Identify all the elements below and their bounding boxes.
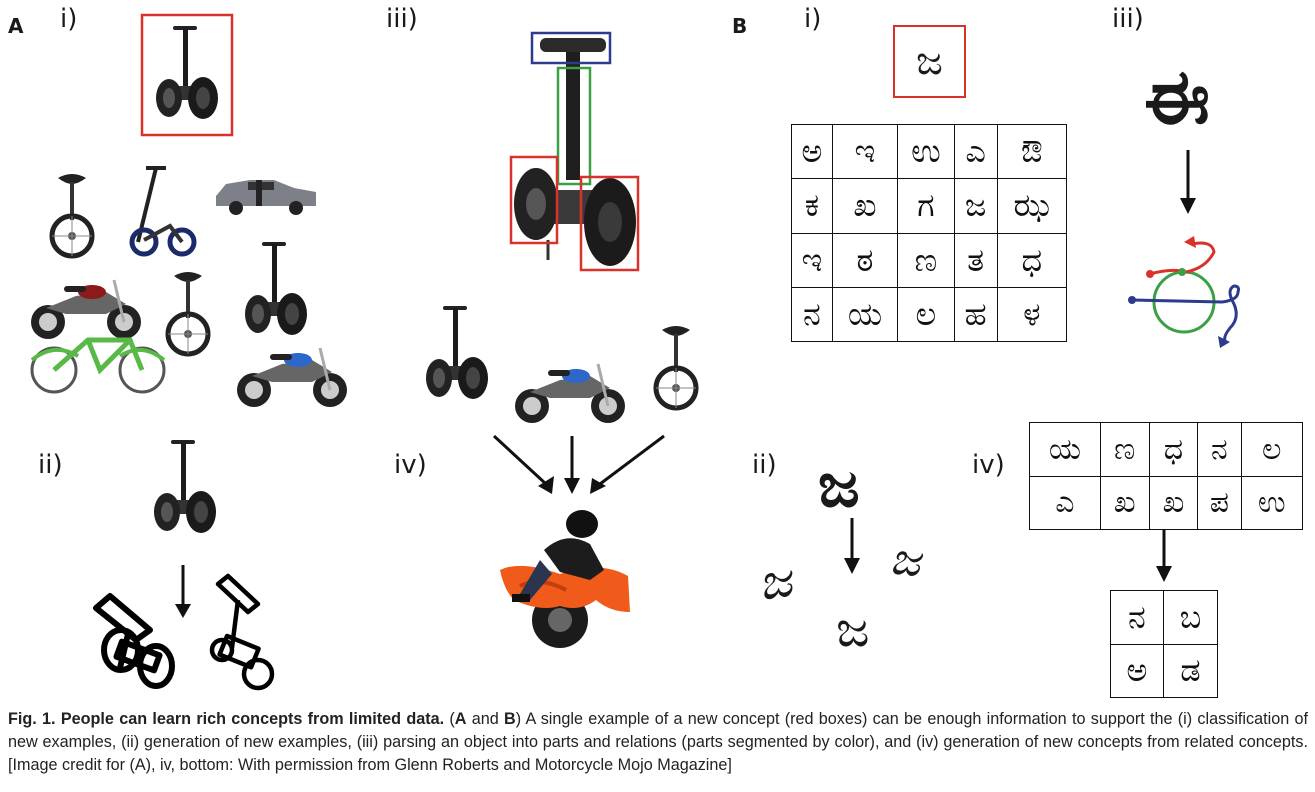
generated-concept-cell: ಡ [1162,643,1219,698]
sublabel-A-iv: iv) [394,450,427,480]
panel-label-B: B [732,14,748,38]
classification-grid-cell: ಅ [791,123,833,180]
classification-grid-cell: ನ [791,286,833,343]
classification-grid-cell: ಠ [831,232,899,288]
sublabel-A-ii: ii) [38,450,63,480]
classification-grid-cell: ಖ [831,178,899,234]
related-concept-cell: ಉ [1240,475,1303,530]
sublabel-B-iv: iv) [972,450,1005,480]
generated-sample-3: ಜ [836,600,870,658]
caption-title: People can learn rich concepts from limi… [60,710,445,728]
sublabel-B-iii: iii) [1112,4,1144,34]
target-character-box: ಜ [893,25,966,98]
classification-grid-cell: ಹ [953,286,998,343]
sublabel-B-i: i) [804,4,822,34]
classification-grid-cell: ಗ [897,178,955,234]
classification-grid-cell: ಝ [996,178,1068,234]
related-concept-cell: ಯ [1029,422,1101,477]
related-concept-cell: ಖ [1148,475,1199,530]
generated-concept-cell: ಅ [1110,643,1164,698]
caption-and: and [466,710,505,728]
caption-letter-A: A [454,710,467,728]
generated-concept-cell: ನ [1110,590,1164,645]
generated-concept-cell: ಬ [1162,590,1219,645]
sublabel-A-iii: iii) [386,4,418,34]
classification-grid-cell: ಇ [791,232,833,288]
panel-label-A: A [8,14,24,38]
classification-grid-cell: ಳ [996,286,1068,343]
classification-grid-cell: ಉ [897,123,955,180]
related-concept-cell: ಎ [1029,475,1101,530]
figure-caption: Fig. 1. People can learn rich concepts f… [8,708,1308,777]
classification-grid-cell: ಣ [897,232,955,288]
related-concept-cell: ಪ [1197,475,1242,530]
generated-sample-2: ಜ [887,530,924,588]
caption-fig-number: Fig. 1. [8,710,56,728]
classification-grid-cell: ಔ [996,123,1068,180]
related-concept-cell: ಖ [1099,475,1150,530]
related-concept-cell: ನ [1197,422,1242,477]
caption-open-paren: ( [449,710,455,728]
classification-grid-cell: ಎ [953,123,998,180]
caption-body: ) A single example of a new concept (red… [8,710,1308,774]
classification-grid-cell: ತ [953,232,998,288]
arrow-down-icon [1180,150,1196,214]
arrow-down-icon [844,518,860,574]
stroke-parse-diagram [1128,236,1240,348]
classification-grid-cell: ಲ [897,286,955,343]
caption-letter-B: B [504,710,516,728]
classification-grid-cell: ಕ [791,178,833,234]
classification-grid-cell: ಜ [953,178,998,234]
classification-grid-cell: ಧ [996,232,1068,288]
related-concept-cell: ಧ [1148,422,1199,477]
related-concept-cell: ಲ [1240,422,1303,477]
classification-grid-cell: ಯ [831,286,899,343]
panel-A-illustrations [29,13,1315,691]
target-character: ಜ [916,38,943,84]
arrow-down-icon [1156,530,1172,582]
sublabel-A-i: i) [60,4,78,34]
sublabel-B-ii: ii) [752,450,777,480]
classification-grid-cell: ಇ [831,123,899,180]
parse-character: ಈ [1144,52,1210,141]
source-character: ಜ [818,448,860,521]
related-concept-cell: ಣ [1099,422,1150,477]
